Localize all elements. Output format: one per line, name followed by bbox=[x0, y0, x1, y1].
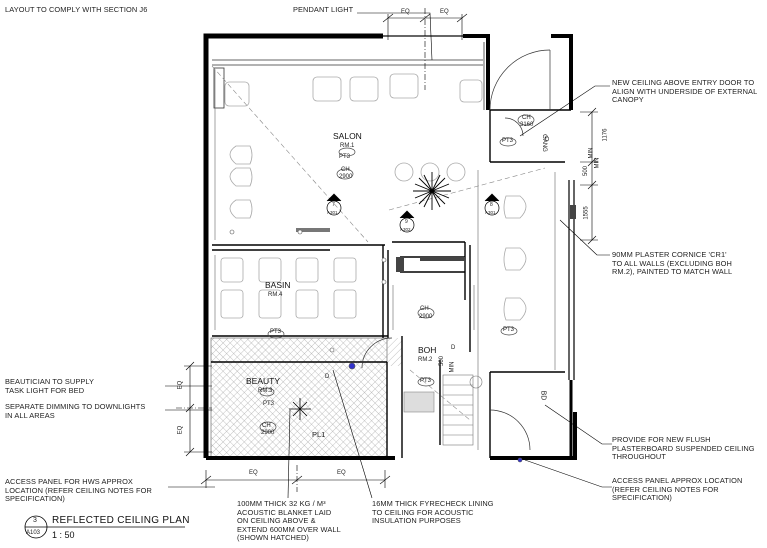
tag-ch-height-entry: 3160 bbox=[520, 122, 534, 128]
note-separate-dimming: SEPARATE DIMMING TO DOWNLIGHTS IN ALL AR… bbox=[5, 402, 146, 420]
note-access-panel-hws: ACCESS PANEL FOR HWS APPROX LOCATION (RE… bbox=[5, 477, 152, 504]
room-label-beauty: BEAUTY bbox=[246, 376, 281, 386]
dim-eq-top-left: EQ bbox=[401, 9, 410, 15]
section-ref-8: A301 bbox=[485, 210, 496, 215]
section-number-8: 8 bbox=[490, 202, 493, 208]
tag-ch-salon: CH bbox=[341, 167, 350, 173]
note-flush-ceiling: PROVIDE FOR NEW FLUSH PLASTERBOARD SUSPE… bbox=[612, 435, 755, 462]
dim-eq-left-bottom: EQ bbox=[177, 425, 184, 435]
tag-pt3-entry: PT3 bbox=[502, 138, 514, 144]
room-number-salon: RM.1 bbox=[340, 143, 355, 149]
note-fyrecheck-lining: 16MM THICK FYRECHECK LINING TO CEILING F… bbox=[372, 499, 494, 526]
note-ceiling-entry: NEW CEILING ABOVE ENTRY DOOR TO ALIGN WI… bbox=[612, 78, 758, 105]
section-ref-7: A301 bbox=[327, 210, 338, 215]
tag-pt3-boh: PT3 bbox=[420, 378, 432, 384]
light-symbols bbox=[259, 114, 535, 433]
tag-ch-height-beauty: 2900 bbox=[261, 430, 275, 436]
downlights bbox=[229, 229, 523, 463]
tag-pl1: PL1 bbox=[312, 430, 326, 439]
tag-ch-boh: CH bbox=[420, 306, 429, 312]
tag-ch-height-boh: 2900 bbox=[419, 314, 433, 320]
tag-ch-entry: CH bbox=[522, 115, 531, 121]
room-label-boh: BOH bbox=[418, 345, 437, 355]
dimension-bottom bbox=[200, 465, 391, 492]
tag-bd: BD bbox=[539, 390, 547, 401]
dim-min-right: MIN bbox=[594, 157, 601, 169]
dim-500-boh: 500 bbox=[439, 355, 446, 367]
dim-min-boh: MIN bbox=[449, 361, 456, 373]
acoustic-hatch-area bbox=[210, 337, 402, 458]
section-number-7: 7 bbox=[332, 202, 335, 208]
tag-pt3-basin: PT3 bbox=[270, 329, 282, 335]
tag-pt3-beauty: PT3 bbox=[263, 401, 275, 407]
boh-shelving bbox=[403, 374, 483, 446]
dimension-left bbox=[176, 361, 212, 457]
tag-d-boh: D bbox=[451, 345, 456, 351]
pendant-light-burst bbox=[413, 172, 451, 210]
dimension-right bbox=[580, 107, 598, 245]
tag-d-beauty: D bbox=[325, 374, 330, 380]
tag-ch-beauty: CH bbox=[262, 423, 271, 429]
dim-eq-top-right: EQ bbox=[440, 9, 449, 15]
section-markers bbox=[326, 193, 500, 233]
room-label-basin: BASIN bbox=[265, 280, 291, 290]
tag-pt3-right: PT3 bbox=[503, 327, 515, 333]
dim-1176: 1176 bbox=[602, 128, 609, 142]
dim-eq-left-top: EQ bbox=[177, 380, 184, 390]
tag-d-entry: D bbox=[545, 137, 550, 143]
room-label-salon: SALON bbox=[333, 131, 362, 141]
note-beautician-task-light: BEAUTICIAN TO SUPPLY TASK LIGHT FOR BED bbox=[5, 377, 95, 395]
dim-500-top: 500 bbox=[583, 165, 590, 177]
shopfront-band bbox=[212, 35, 485, 110]
dim-eq-bottom-left: EQ bbox=[249, 470, 258, 476]
dimension-top bbox=[382, 8, 468, 90]
drawing-number: 3 bbox=[33, 517, 37, 524]
pl1-light-burst bbox=[289, 398, 311, 420]
note-pendant-light: PENDANT LIGHT bbox=[293, 5, 354, 14]
drawing-scale: 1 : 50 bbox=[52, 530, 75, 540]
diagonal-guides bbox=[211, 65, 546, 421]
tag-ch-height-salon: 2900 bbox=[339, 174, 353, 180]
dim-1555: 1555 bbox=[583, 206, 590, 220]
cornice-lines bbox=[214, 70, 556, 450]
door-swings bbox=[361, 49, 551, 451]
wall-fills bbox=[296, 205, 576, 272]
note-cornice: 90MM PLASTER CORNICE 'CR1' TO ALL WALLS … bbox=[612, 250, 733, 277]
exterior-walls bbox=[203, 33, 577, 460]
note-acoustic-blanket: 100MM THICK 32 KG / M³ ACOUSTIC BLANKET … bbox=[237, 499, 341, 543]
room-number-basin: RM.4 bbox=[268, 292, 283, 298]
section-ref-9: A302 bbox=[400, 227, 411, 232]
salon-furniture bbox=[220, 73, 527, 321]
room-number-boh: RM.2 bbox=[418, 357, 433, 363]
note-access-panel: ACCESS PANEL APPROX LOCATION (REFER CEIL… bbox=[612, 476, 743, 503]
tag-pt3-salon: PT3 bbox=[339, 154, 351, 160]
title-block bbox=[24, 515, 185, 539]
interior-walls bbox=[211, 109, 571, 458]
sheet-number: A103 bbox=[26, 530, 41, 536]
dim-eq-bottom-right: EQ bbox=[337, 470, 346, 476]
leader-lines bbox=[165, 12, 612, 499]
section-number-9: 9 bbox=[405, 219, 408, 225]
drawing-title: REFLECTED CEILING PLAN bbox=[52, 515, 190, 526]
note-layout-j6: LAYOUT TO COMPLY WITH SECTION J6 bbox=[5, 5, 148, 14]
room-number-beauty: RM.3 bbox=[258, 388, 273, 394]
